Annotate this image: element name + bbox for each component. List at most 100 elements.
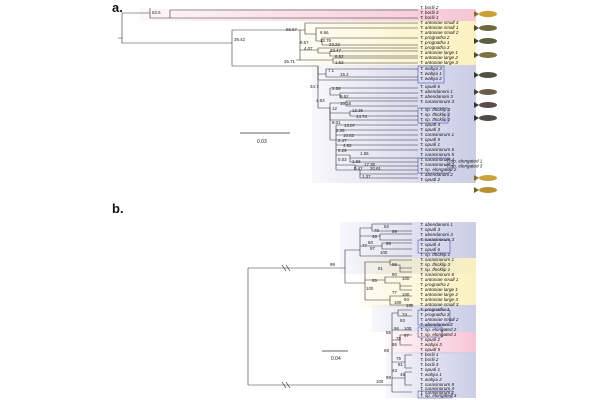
clade-band-yellow-b	[360, 258, 476, 308]
tip-a-11: T. antoniae large 2	[420, 55, 458, 60]
tip-a-18: T. abendanoni 3	[420, 94, 453, 99]
tip-a-25: T. sarasinorum 1	[420, 132, 454, 137]
support-a-25: 2.35	[336, 128, 345, 133]
tip-a-17: T. abendanoni 1	[420, 89, 453, 94]
tip-b-33: T. sarasinorum 5	[420, 382, 454, 387]
tip-b-16: T. antoniae large 3	[420, 297, 458, 302]
fish-icon	[474, 38, 497, 44]
fish-icon	[474, 115, 497, 121]
fish-icon	[474, 187, 497, 193]
support-a-4: 96.67	[286, 27, 298, 32]
fish-icon	[474, 10, 497, 18]
tip-a-27: T. opudi 1	[420, 142, 440, 147]
support-b-20: 100	[394, 300, 402, 305]
fish-icon	[474, 72, 497, 78]
tip-a-9: T. prognatha 3	[420, 45, 450, 50]
tip-b-11: T. sarasinorum 6	[420, 272, 454, 277]
support-b-1: 99	[330, 262, 335, 267]
support-b-36: 100	[376, 379, 384, 384]
tip-b-1: T. abendanoni 1	[420, 222, 453, 227]
tip-a-30: T. sarasinorum 4	[420, 157, 454, 162]
panel-a: a. 62.6 39.42 36.71	[112, 0, 497, 193]
tip-a-4: T. antoniae small 3	[420, 20, 459, 25]
tip-labels-b: T. abendanoni 1 T. opudi 3 T. abendanoni…	[420, 222, 459, 398]
support-a-7: 12.76	[320, 38, 332, 43]
support-b-15: 85	[372, 278, 377, 283]
support-b-32: 81	[398, 362, 403, 367]
tip-box-b-3	[417, 326, 443, 338]
support-a-12: 1.62	[335, 60, 344, 65]
tip-a-26: T. opudi 5	[420, 137, 440, 142]
panel-a-label: a.	[112, 0, 123, 15]
tip-box-b-2	[417, 309, 451, 326]
support-b-31: 75	[396, 356, 401, 361]
tip-b-15: T. antoniae large 2	[420, 292, 458, 297]
support-a-19: 10.18	[340, 101, 352, 106]
tip-box-elongated	[417, 157, 451, 174]
tip-b-23: T. sp. elongated 1	[420, 332, 457, 337]
tip-b-30: T. opudi 1	[420, 367, 440, 372]
tip-b-26: T. opudi 5	[420, 347, 440, 352]
tip-box-b-1	[417, 239, 451, 254]
fish-icon	[474, 25, 497, 31]
tip-a-28: T. sarasinorum 6	[420, 147, 454, 152]
support-values-a: 62.6 39.42 36.71 96.67 6.66 8.67 12.76 2…	[152, 10, 382, 179]
support-a-15: 34.7	[310, 84, 319, 89]
support-b-13: 90	[392, 272, 397, 277]
tip-a-10: T. antoniae large 1	[420, 50, 458, 55]
tip-a-12: T. antoniae large 3	[420, 60, 458, 65]
tip-b-13: T. prognatha 2	[420, 282, 450, 287]
tip-b-19: T. prognatha 3	[420, 312, 450, 317]
support-a-35: 20.61	[370, 166, 382, 171]
tip-a-20: T. sp. thicklip 3	[420, 107, 451, 112]
support-a-34: 17.38	[364, 162, 376, 167]
support-b-25: 96	[394, 326, 399, 331]
tip-a-3: T. borlii 1	[420, 15, 439, 20]
tip-a-7: T. prognatha 2	[420, 35, 450, 40]
scale-label-a: 0.03	[257, 139, 267, 145]
support-b-16: 100	[366, 286, 374, 291]
support-a-3: 36.71	[284, 59, 296, 64]
fish-icon	[474, 89, 497, 95]
tip-a-31: T. sarasinorum 2	[420, 162, 454, 167]
support-a-26: 10.53	[343, 133, 355, 138]
tip-a-15: T. wahjui 2	[420, 76, 442, 81]
tip-a-33: T. sp. elongated 2	[420, 167, 457, 172]
support-b-27: 78	[396, 336, 401, 341]
support-b-34: 45	[400, 372, 405, 377]
support-b-35: 99	[386, 375, 391, 380]
fish-images	[474, 10, 497, 193]
support-b-4: 99	[392, 229, 397, 234]
tip-a-8: T. prognatha 1	[420, 40, 450, 45]
support-b-21: 100	[406, 303, 414, 308]
support-a-29: 0.29	[338, 148, 347, 153]
tip-b-6: T. opudi 6	[420, 247, 440, 252]
support-b-3: 70	[374, 228, 379, 233]
fish-icon	[474, 52, 497, 58]
tip-b-5: T. opudi 4	[420, 242, 440, 247]
tip-labels-a: T. borlii 2 T. borlii 3 T. borlii 1 T. a…	[420, 5, 483, 182]
support-b-5: 46	[372, 234, 377, 239]
tip-b-12: T. antoniae small 1	[420, 277, 459, 282]
tip-b-21: T. abendanoni 2	[420, 322, 453, 327]
support-a-10: 23.47	[330, 48, 342, 53]
tip-a-35: T. abendanoni 2	[420, 172, 453, 177]
tip-b-27: T. borlii 1	[420, 352, 439, 357]
tip-b-20: T. antoniae small 2	[420, 317, 459, 322]
support-b-7: 98	[386, 241, 391, 246]
tip-a-16: T. opudi 6	[420, 84, 440, 89]
tip-b-3: T. abendanoni 3	[420, 232, 453, 237]
tip-b-31: T. wahjui 1	[420, 372, 442, 377]
support-a-21: 12.36	[352, 108, 364, 113]
support-a-13: 7.1	[328, 68, 335, 73]
fish-icon	[474, 175, 497, 181]
support-b-2: 62	[384, 224, 389, 229]
tip-box-wahjui	[417, 65, 445, 84]
support-a-33: 0.47	[354, 166, 363, 171]
support-a-2: 39.42	[234, 37, 246, 42]
tip-b-24: T. opudi 2	[420, 337, 440, 342]
support-b-11: 99	[392, 262, 397, 267]
support-b-29: 86	[392, 342, 397, 347]
panel-b-label: b.	[112, 201, 124, 216]
support-b-33: 43	[392, 368, 397, 373]
